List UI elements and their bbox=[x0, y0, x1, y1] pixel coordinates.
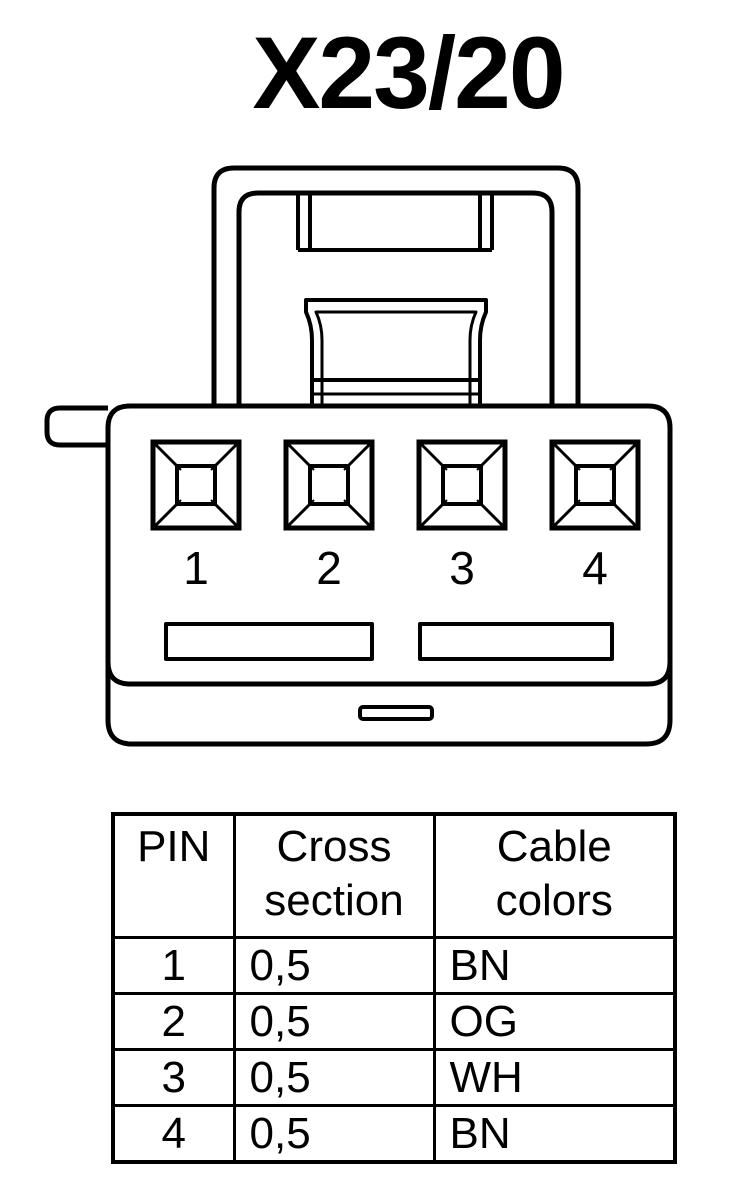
row-cable-color: BN bbox=[432, 936, 677, 995]
header-cable-colors: Cable colors bbox=[432, 812, 677, 939]
pin-terminal-4 bbox=[549, 439, 641, 531]
table-row: 3 0,5 WH bbox=[111, 1048, 677, 1107]
bottom-slot bbox=[358, 705, 434, 721]
header-cross-section-line2: section bbox=[264, 876, 404, 925]
header-cross-section: Cross section bbox=[232, 812, 436, 939]
row-cross-section: 0,5 bbox=[232, 1104, 436, 1164]
header-cable-colors-line1: Cable bbox=[496, 822, 612, 871]
table-row: 4 0,5 BN bbox=[111, 1104, 677, 1164]
row-cross-section: 0,5 bbox=[232, 936, 436, 995]
slot-left bbox=[164, 622, 374, 661]
pin-terminal-1 bbox=[150, 439, 242, 531]
pin-terminal-3 bbox=[416, 439, 508, 531]
slot-right bbox=[418, 622, 614, 661]
side-lug bbox=[44, 405, 108, 448]
header-pin: PIN bbox=[111, 812, 236, 939]
pin-label-3: 3 bbox=[449, 542, 475, 594]
connector-body bbox=[105, 403, 673, 747]
pin-terminal-2 bbox=[283, 439, 375, 531]
row-cable-color: WH bbox=[432, 1048, 677, 1107]
row-pin: 3 bbox=[111, 1048, 236, 1107]
latch-outer-frame bbox=[211, 165, 581, 408]
latch-tab bbox=[296, 193, 494, 408]
row-pin: 4 bbox=[111, 1104, 236, 1164]
pin-label-2: 2 bbox=[316, 542, 342, 594]
row-cross-section: 0,5 bbox=[232, 1048, 436, 1107]
table-row: 1 0,5 BN bbox=[111, 936, 677, 995]
pin-label-1: 1 bbox=[183, 542, 209, 594]
connector-title: X23/20 bbox=[252, 16, 565, 130]
latch-inner-frame bbox=[236, 190, 555, 408]
connector-diagram: 1 2 3 4 bbox=[44, 165, 673, 747]
header-cross-section-line1: Cross bbox=[276, 822, 392, 871]
pin-assignment-table: PIN Cross section Cable colors 1 0,5 BN … bbox=[111, 812, 677, 1164]
pin-label-4: 4 bbox=[582, 542, 608, 594]
row-cable-color: OG bbox=[432, 992, 677, 1051]
header-cable-colors-line2: colors bbox=[495, 876, 613, 925]
row-cross-section: 0,5 bbox=[232, 992, 436, 1051]
header-pin-label: PIN bbox=[137, 822, 211, 871]
row-cable-color: BN bbox=[432, 1104, 677, 1164]
body-ledge bbox=[105, 661, 673, 687]
table-row: 2 0,5 OG bbox=[111, 992, 677, 1051]
table-header-row: PIN Cross section Cable colors bbox=[111, 812, 677, 939]
row-pin: 2 bbox=[111, 992, 236, 1051]
row-pin: 1 bbox=[111, 936, 236, 995]
